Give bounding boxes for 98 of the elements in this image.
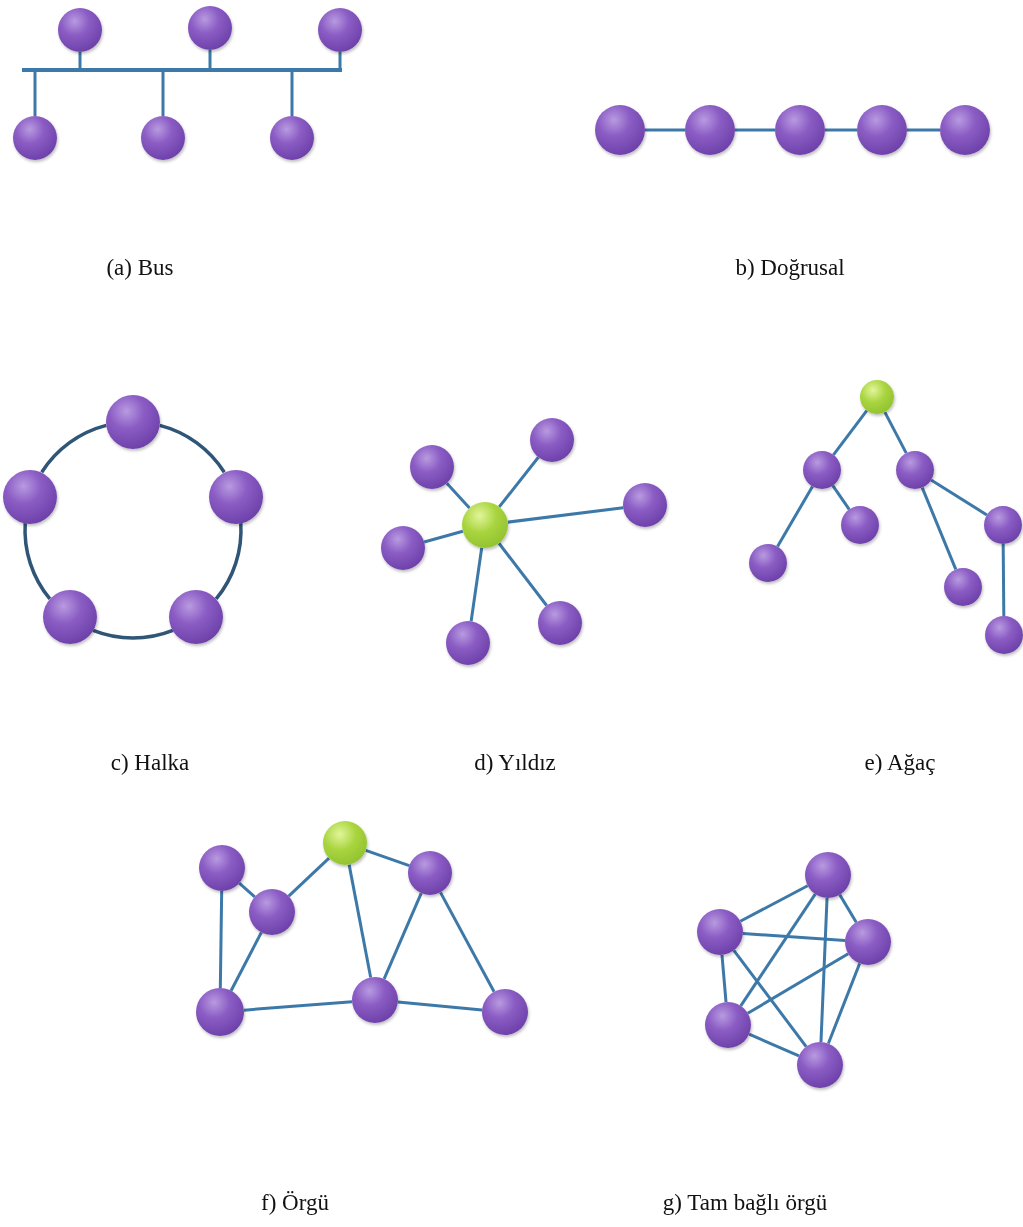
link-line (838, 894, 858, 923)
link-line (920, 487, 958, 570)
topology-caption: b) Doğrusal (735, 255, 845, 281)
link-line (831, 484, 851, 511)
link-line (365, 848, 410, 868)
network-node (13, 116, 57, 160)
network-node (462, 502, 508, 548)
network-node (775, 105, 825, 155)
network-node (408, 851, 452, 895)
link-line (930, 478, 988, 517)
network-node (985, 616, 1023, 654)
network-node (199, 845, 245, 891)
link-line (397, 1000, 483, 1012)
network-node (410, 445, 454, 489)
ring-link (92, 628, 174, 640)
network-node (749, 544, 787, 582)
link-line (826, 962, 862, 1045)
network-node (208, 469, 263, 524)
ring-link (23, 523, 52, 600)
link-line (825, 128, 857, 132)
link-line (208, 50, 212, 68)
topology-caption: g) Tam bağlı örgü (662, 1190, 828, 1216)
link-line (720, 954, 728, 1003)
network-node (803, 451, 841, 489)
network-node (896, 451, 934, 489)
network-node (984, 506, 1022, 544)
link-line (469, 547, 484, 622)
link-line (735, 128, 775, 132)
link-line (243, 1000, 353, 1012)
link-line (883, 411, 908, 454)
network-node (323, 821, 367, 865)
link-line (819, 897, 829, 1043)
link-line (645, 128, 685, 132)
topology-caption: e) Ağaç (864, 750, 936, 776)
link-line (347, 864, 373, 978)
network-node (940, 105, 990, 155)
network-node (623, 483, 667, 527)
link-line (338, 52, 342, 68)
network-node (482, 989, 528, 1035)
link-line (229, 931, 263, 992)
network-node (196, 988, 244, 1036)
link-line (218, 890, 224, 989)
link-line (739, 884, 809, 923)
network-node (685, 105, 735, 155)
link-line (498, 456, 540, 508)
link-line (423, 529, 464, 544)
link-line (747, 952, 849, 1015)
ring-link (159, 423, 226, 474)
network-node (857, 105, 907, 155)
network-node (381, 526, 425, 570)
network-node (352, 977, 398, 1023)
link-line (445, 482, 471, 510)
network-node (106, 395, 160, 449)
link-line (290, 72, 294, 116)
network-node (141, 116, 185, 160)
link-line (497, 542, 548, 607)
network-node (595, 105, 645, 155)
link-line (732, 949, 808, 1048)
network-node (705, 1002, 751, 1048)
network-node (169, 590, 224, 645)
link-line (776, 485, 814, 548)
network-node (860, 380, 894, 414)
network-node (188, 6, 232, 50)
network-node (944, 568, 982, 606)
network-node (318, 8, 362, 52)
network-node (270, 116, 314, 160)
ring-link (214, 523, 243, 600)
link-line (33, 72, 37, 116)
topology-caption: (a) Bus (106, 255, 174, 281)
link-line (161, 72, 165, 116)
link-line (287, 857, 331, 898)
topology-caption: d) Yıldız (474, 750, 556, 776)
ring-link (40, 423, 107, 474)
link-line (742, 932, 846, 942)
network-node (805, 852, 851, 898)
topology-caption: f) Örgü (261, 1190, 329, 1216)
link-line (439, 891, 496, 993)
link-line (382, 892, 423, 980)
network-node (697, 909, 743, 955)
network-node (3, 469, 58, 524)
link-line (238, 882, 256, 898)
network-node (841, 506, 879, 544)
topology-caption: c) Halka (110, 750, 190, 776)
link-line (739, 893, 817, 1007)
network-node (249, 889, 295, 935)
link-line (832, 409, 868, 456)
network-node (530, 418, 574, 462)
network-node (538, 601, 582, 645)
network-node (446, 621, 490, 665)
network-node (42, 590, 97, 645)
link-line (78, 52, 82, 68)
network-node (58, 8, 102, 52)
link-line (748, 1032, 800, 1058)
network-node (797, 1042, 843, 1088)
link-line (907, 128, 940, 132)
network-node (845, 919, 891, 965)
link-line (1001, 544, 1006, 616)
link-line (507, 506, 624, 524)
